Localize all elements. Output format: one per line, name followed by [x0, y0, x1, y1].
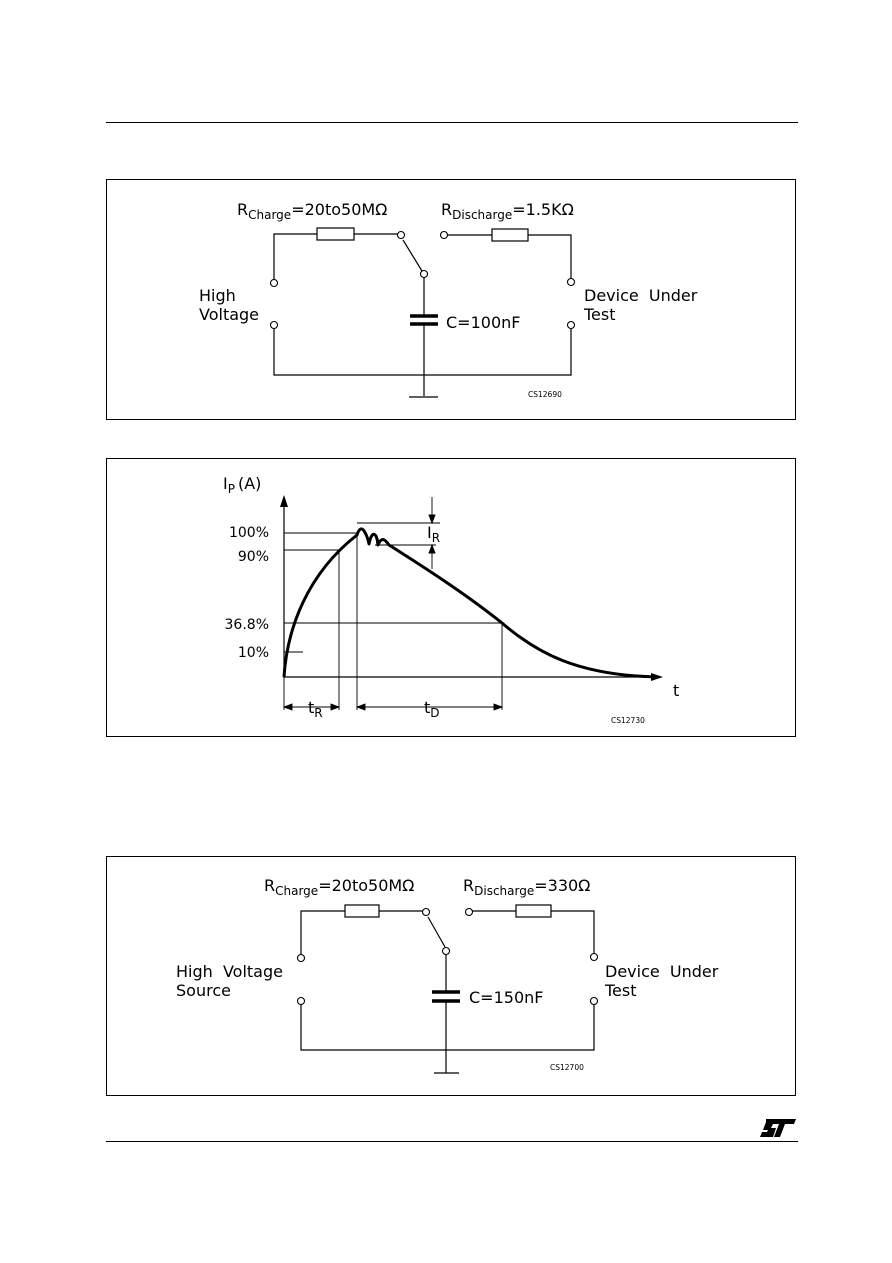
r-charge-label: RCharge=20to50MΩ — [237, 200, 387, 222]
source-terminal-bottom — [296, 996, 306, 1006]
r-discharge-label: RDischarge=330Ω — [463, 876, 590, 898]
capacitor-label: C=150nF — [469, 988, 543, 1007]
tick-10: 10% — [238, 645, 269, 661]
capacitor-symbol — [410, 314, 438, 326]
wires — [273, 233, 572, 398]
x-axis-label: t — [673, 681, 679, 700]
charge-resistor — [344, 904, 380, 918]
axes — [280, 495, 663, 681]
source-label-line2: Voltage — [199, 305, 259, 324]
capacitor-label: C=100nF — [446, 313, 520, 332]
figure-esd-circuit-2: RCharge=20to50MΩ RDischarge=330Ω High Vo… — [106, 856, 796, 1096]
switch-contact-charge — [421, 907, 431, 917]
dut-label-line2: Test — [583, 305, 616, 324]
dut-terminal-bottom — [589, 996, 599, 1006]
switch-contact-discharge — [464, 907, 474, 917]
circuit-diagram-2: RCharge=20to50MΩ RDischarge=330Ω High Vo… — [176, 876, 719, 1074]
td-label: tD — [424, 698, 440, 720]
dut-label-line1: Device Under — [584, 286, 698, 305]
switch-pivot — [419, 269, 429, 279]
ir-label: IR — [427, 523, 440, 545]
current-pulse-curve — [282, 527, 657, 679]
figure-code: CS12690 — [528, 390, 562, 399]
source-terminal-top — [296, 953, 306, 963]
dut-label-line1: Device Under — [605, 962, 719, 981]
discharge-resistor — [491, 228, 529, 242]
switch-pivot — [441, 946, 451, 956]
tick-90: 90% — [238, 549, 269, 565]
header-rule — [106, 122, 798, 123]
waveform-diagram: IP(A) t 100% 90% 36.8% 10% IR tR tD CS12… — [223, 474, 679, 725]
tr-label: tR — [308, 698, 323, 720]
tick-100: 100% — [229, 525, 269, 541]
source-label-line1: High Voltage — [176, 962, 283, 981]
source-terminal-top — [269, 278, 279, 288]
reference-lines — [283, 497, 503, 710]
capacitor-symbol — [432, 990, 460, 1003]
circuit-diagram-1: RCharge=20to50MΩ RDischarge=1.5KΩ High V… — [199, 200, 698, 399]
dut-label-line2: Test — [604, 981, 637, 1000]
source-label-line2: Source — [176, 981, 231, 1000]
figure-current-waveform: IP(A) t 100% 90% 36.8% 10% IR tR tD CS12… — [106, 458, 796, 737]
figure-esd-circuit-1: RCharge=20to50MΩ RDischarge=1.5KΩ High V… — [106, 179, 796, 420]
switch-contact-discharge — [439, 230, 449, 240]
tick-36-8: 36.8% — [225, 617, 269, 633]
y-axis-label: IP(A) — [223, 474, 261, 496]
dut-terminal-top — [589, 952, 599, 962]
r-discharge-label: RDischarge=1.5KΩ — [441, 200, 574, 222]
dut-terminal-bottom — [566, 320, 576, 330]
source-label-line1: High — [199, 286, 236, 305]
figure-code: CS12700 — [550, 1063, 584, 1072]
dut-terminal-top — [566, 277, 576, 287]
st-logo — [760, 1119, 796, 1137]
discharge-resistor — [515, 904, 552, 918]
r-charge-label: RCharge=20to50MΩ — [264, 876, 414, 898]
footer-rule — [106, 1141, 798, 1142]
time-markers — [282, 703, 504, 711]
figure-code: CS12730 — [611, 716, 645, 725]
source-terminal-bottom — [269, 320, 279, 330]
switch-contact-charge — [396, 230, 406, 240]
charge-resistor — [316, 227, 355, 241]
wires — [300, 910, 595, 1074]
